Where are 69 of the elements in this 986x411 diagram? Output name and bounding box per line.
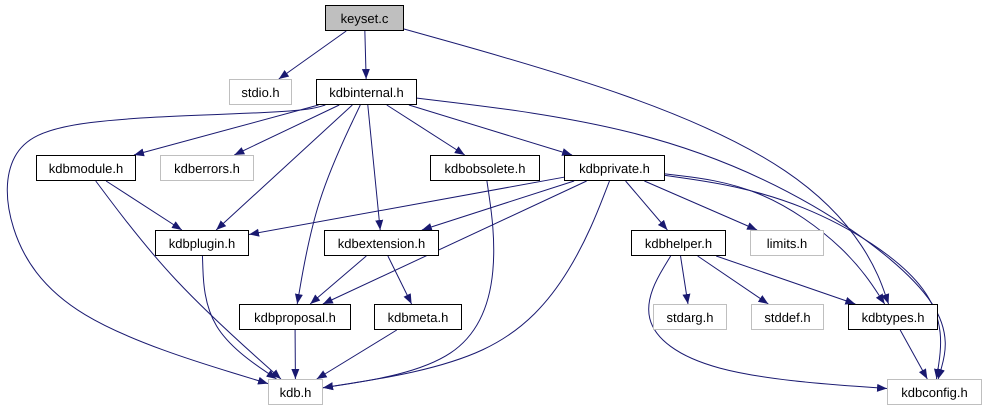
include-arrow xyxy=(248,176,564,237)
include-arrow xyxy=(294,104,361,304)
include-arrow xyxy=(416,98,946,380)
file-box xyxy=(887,379,982,405)
file-box xyxy=(268,379,323,405)
file-name: kdbconfig.h xyxy=(901,384,968,400)
file-box xyxy=(631,230,726,256)
include-arrow xyxy=(202,256,278,380)
include-arrow xyxy=(664,173,886,304)
file-box xyxy=(229,79,292,105)
file-box xyxy=(653,304,727,330)
file-box xyxy=(316,79,417,105)
include-arrow xyxy=(680,256,690,304)
file-box xyxy=(751,304,824,330)
file-name: kdbmodule.h xyxy=(48,160,124,176)
file-box xyxy=(36,155,136,181)
include-arrow xyxy=(278,30,347,80)
file-box xyxy=(325,5,404,31)
include-arrow xyxy=(367,104,384,230)
file-box xyxy=(564,155,665,181)
file-name: kdbplugin.h xyxy=(168,236,236,250)
include-arrow xyxy=(625,180,668,230)
include-arrow xyxy=(404,28,890,304)
file-name: kdbextension.h xyxy=(338,236,426,250)
include-arrow xyxy=(133,104,320,156)
file-box xyxy=(430,155,540,181)
file-name: keyset.c xyxy=(340,10,388,26)
include-arrow xyxy=(408,104,573,156)
include-arrow xyxy=(664,174,942,380)
file-box xyxy=(160,155,254,181)
include-arrow xyxy=(716,256,856,305)
include-arrow xyxy=(386,104,466,156)
file-name: kdbtypes.h xyxy=(862,310,924,324)
include-arrow xyxy=(697,256,769,304)
include-arrow xyxy=(216,104,353,230)
file-name: kdberrors.h xyxy=(174,160,240,176)
include-arrow xyxy=(322,180,588,304)
file-name: kdbinternal.h xyxy=(329,84,404,100)
include-arrow xyxy=(362,30,370,80)
file-name: stdarg.h xyxy=(666,310,714,324)
file-box xyxy=(374,304,462,330)
include-arrow xyxy=(95,180,282,380)
include-arrow xyxy=(644,180,758,230)
include-arrow xyxy=(387,256,412,304)
file-box xyxy=(155,230,249,256)
include-arrow xyxy=(310,256,367,304)
include-arrow xyxy=(6,104,326,384)
include-arrow xyxy=(421,180,575,231)
file-name: kdbprivate.h xyxy=(579,160,650,176)
file-box xyxy=(239,304,351,330)
file-name: kdb.h xyxy=(280,384,312,400)
file-name: stdio.h xyxy=(241,84,280,100)
include-arrow xyxy=(648,256,888,392)
file-name: limits.h xyxy=(766,236,808,250)
include-arrow xyxy=(900,330,928,380)
file-name: stddef.h xyxy=(764,310,811,324)
file-box xyxy=(750,230,824,256)
file-box xyxy=(324,230,439,256)
include-arrow xyxy=(291,330,300,380)
include-arrow xyxy=(322,180,494,390)
include-arrow xyxy=(234,104,340,156)
file-name: kdbproposal.h xyxy=(254,310,336,324)
file-name: kdbmeta.h xyxy=(388,310,448,324)
include-arrow xyxy=(106,180,182,230)
include-arrow xyxy=(322,180,610,390)
include-arrow xyxy=(316,330,398,380)
file-name: kdbhelper.h xyxy=(644,236,712,250)
file-box xyxy=(848,304,938,330)
file-name: kdbobsolete.h xyxy=(444,160,526,176)
